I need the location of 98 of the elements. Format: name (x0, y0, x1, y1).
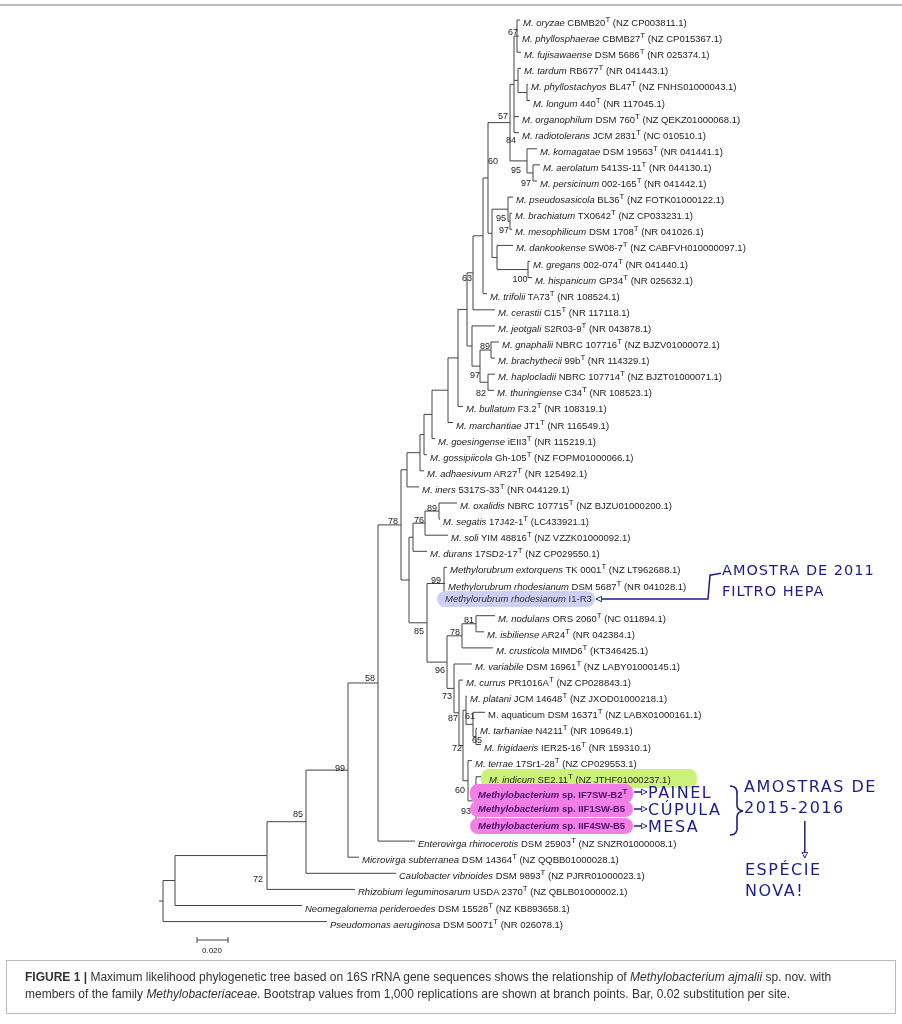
taxon-label: M. brachythecii 99b$^{T}$ (NR 114329.1) (498, 352, 650, 368)
taxon-label: M. currus PR1016A$^{T}$ (NZ CP028843.1) (466, 674, 631, 690)
taxon-label: M. jeotgali S2R03-9$^{T}$ (NR 043878.1) (498, 319, 652, 336)
handwritten-note: AMOSTRAS DE 2015-2016 (744, 776, 896, 820)
taxon-label: M. nodulans ORS 2060$^{T}$ (NC 011894.1) (498, 609, 666, 625)
taxon-label: Methylorubrum rhodesianum DSM 5687$^{T}$ (NR 041028.1) (448, 577, 687, 593)
taxon-label: M. pseudosasicola BL36$^{T}$ (NZ FOTK01000122.1) (516, 191, 725, 207)
taxon-label: M. oryzae CBMB20$^{T}$ (NZ CP003811.1) (523, 14, 687, 30)
taxon-label: Neomegalonema perideroedes DSM 15528$^{T}$ (NZ KB893658.1) (305, 899, 570, 915)
taxon-label: M. goesingense iEII3$^{T}$ (NR 115219.1) (438, 432, 596, 448)
taxon-label: M. aquaticum DSM 16371$^{T}$ (NZ LABX01000161.1) (488, 706, 702, 722)
bootstrap-value: 82 (476, 388, 486, 398)
taxon-label: Microvirga subterranea DSM 14364$^{T}$ (NZ QQBB01000028.1) (362, 851, 619, 867)
bootstrap-value: 73 (442, 691, 452, 701)
highlighted-taxon-label: Methylobacterium sp. IIF1SW-B5 (470, 801, 633, 817)
taxon-label: M. terrae 17Sr1-28$^{T}$ (NZ CP029553.1) (475, 754, 637, 770)
highlighted-taxon-label: Methylorubrum rhodesianum I1-R3 (437, 591, 595, 607)
taxon-label: M. gnaphalii NBRC 107716$^{T}$ (NZ BJZV01000072.1) (502, 336, 720, 352)
bootstrap-value: 60 (488, 156, 498, 166)
taxon-label: M. tarhaniae N4211$^{T}$ (NR 109649.1) (480, 722, 633, 737)
taxon-label: Pseudomonas aeruginosa DSM 50071$^{T}$ (NR 026078.1) (330, 915, 563, 931)
taxon-label: M. mesophilicum DSM 1708$^{T}$ (NR 041026.1) (515, 223, 704, 239)
taxon-label: M. bullatum F3.2$^{T}$ (NR 108319.1) (466, 400, 607, 416)
bootstrap-value: 97 (499, 225, 509, 235)
taxon-label: M. platani JCM 14648$^{T}$ (NZ JXOD01000218.1) (470, 690, 668, 706)
taxon-label: M. frigidaeris IER25-16$^{T}$ (NR 159310.1) (484, 738, 651, 754)
bootstrap-value: 99 (335, 763, 345, 773)
taxon-label: M. radiotolerans JCM 2831$^{T}$ (NC 010510.1) (522, 126, 706, 142)
arrow (633, 805, 648, 813)
bootstrap-value: 81 (464, 615, 474, 625)
taxon-label: M. phyllostachyos BL47$^{T}$ (NZ FNHS01000043.1) (531, 78, 737, 94)
taxon-label: M. thuringiense C34$^{T}$ (NR 108523.1) (497, 384, 652, 400)
arrow (633, 788, 648, 796)
taxon-label: M. dankookense SW08-7$^{T}$ (NZ CABFVH010000097.1) (516, 239, 746, 255)
arrow (633, 822, 648, 830)
bootstrap-value: 65 (472, 735, 482, 745)
taxon-label: M. crusticola MIMD6$^{T}$ (KT346425.1) (496, 641, 649, 658)
taxon-label: M. soli YIM 48816$^{T}$ (NZ VZZK01000092.1) (451, 529, 631, 545)
taxon-label: M. durans 17SD2-17$^{T}$ (NZ CP029550.1) (430, 545, 600, 561)
highlighted-taxon-label: Methylobacterium sp. IIF4SW-B5 (470, 818, 633, 834)
taxon-label: M. gossipiicola Gh-105$^{T}$ (NZ FOPM01000066.1) (430, 448, 634, 464)
highlighted-taxon-label: Methylobacterium sp. IF7SW-B2$^{T}$ (470, 784, 633, 804)
bootstrap-value: 100 (512, 274, 528, 284)
taxon-label: M. aerolatum 5413S-11$^{T}$ (NR 044130.1) (543, 158, 712, 175)
bootstrap-value: 87 (448, 713, 458, 723)
arrow (595, 572, 722, 603)
taxon-label: M. isbiliense AR24$^{T}$ (NR 042384.1) (487, 625, 635, 641)
taxon-label: Rhizobium leguminosarum USDA 2370$^{T}$ (NZ QBLB01000002.1) (358, 883, 628, 899)
bootstrap-value: 95 (511, 165, 521, 175)
bootstrap-value: 58 (365, 673, 375, 683)
taxon-label: M. cerastii C15$^{T}$ (NR 117118.1) (498, 303, 630, 319)
taxon-label: M. persicinum 002-165$^{T}$ (NR 041442.1) (540, 175, 707, 191)
bootstrap-value: 63 (462, 273, 472, 283)
taxon-label: Caulobacter vibrioides DSM 9893$^{T}$ (NZ PJRR01000023.1) (399, 867, 645, 883)
taxon-label: M. hispanicum GP34$^{T}$ (NR 025632.1) (535, 271, 693, 287)
bootstrap-value: 97 (521, 178, 531, 188)
taxon-label: M. oxalidis NBRC 107715$^{T}$ (NZ BJZU01000200.1) (460, 497, 672, 513)
bootstrap-value: 78 (450, 627, 460, 637)
taxon-label: M. phyllosphaerae CBMB27$^{T}$ (NZ CP015367.1) (522, 30, 723, 46)
bootstrap-value: 93 (461, 806, 471, 816)
taxon-label: M. marchantiae JT1$^{T}$ (NR 116549.1) (456, 416, 610, 432)
bootstrap-value: 57 (498, 111, 508, 121)
taxon-label: M. variabile DSM 16961$^{T}$ (NZ LABY01000145.1) (475, 658, 680, 674)
bootstrap-value: 95 (496, 213, 506, 223)
handwritten-note: ESPÉCIE NOVA! (745, 859, 855, 903)
bootstrap-value: 89 (480, 341, 490, 351)
bootstrap-value: 60 (455, 785, 465, 795)
bootstrap-value: 72 (253, 874, 263, 884)
taxon-label: Methylorubrum extorquens TK 0001$^{T}$ (NZ LT962688.1) (450, 561, 681, 577)
taxon-label: M. haplocladii NBRC 107714$^{T}$ (NZ BJZT01000071.1) (498, 368, 722, 384)
taxon-label: M. fujisawaense DSM 5686$^{T}$ (NR 025374.1) (524, 46, 710, 62)
bootstrap-value: 78 (388, 516, 398, 526)
bootstrap-value: 85 (293, 809, 303, 819)
taxon-label: M. segatis 17J42-1$^{T}$ (LC433921.1) (443, 513, 589, 529)
scale-value: 0.020 (202, 946, 222, 956)
figure-caption: FIGURE 1 | Maximum likelihood phylogenetic tree based on 16S rRNA gene sequences shows the relationship of Methylobacterium ajmalii sp. nov. with members of the family Methylobacteriaceae. Bootstrap values from 1,000 replications are shown at branch points. Bar, 0.02 substitution per site. (6, 960, 896, 1014)
taxon-label: Enterovirga rhinocerotis DSM 25903$^{T}$ (NZ SNZR01000008.1) (418, 835, 677, 851)
taxon-label: M. longum 440$^{T}$ (NR 117045.1) (533, 94, 665, 110)
bootstrap-value: 89 (427, 503, 437, 513)
taxon-label: M. brachiatum TX0642$^{T}$ (NZ CP033231.1) (515, 207, 693, 223)
taxon-label: M. iners 5317S-33$^{T}$ (NR 044129.1) (422, 480, 570, 497)
taxon-label: M. gregans 002-074$^{T}$ (NR 041440.1) (533, 255, 688, 271)
taxon-label: M. adhaesivum AR27$^{T}$ (NR 125492.1) (427, 464, 588, 480)
bootstrap-value: 85 (414, 626, 424, 636)
bootstrap-value: 76 (414, 515, 424, 525)
bootstrap-value: 97 (470, 370, 480, 380)
arrow (801, 820, 809, 859)
taxon-label: M. organophilum DSM 760$^{T}$ (NZ QEKZ01000068.1) (522, 110, 741, 126)
bootstrap-value: 61 (465, 711, 475, 721)
taxon-label: M. trifolii TA73$^{T}$ (NR 108524.1) (490, 287, 620, 303)
bootstrap-value: 67 (508, 27, 518, 37)
bootstrap-value: 72 (452, 743, 462, 753)
handwritten-note: AMOSTRA DE 2011 FILTRO HEPA (722, 560, 900, 604)
taxon-label: M. komagatae DSM 19563$^{T}$ (NR 041441.1) (540, 142, 723, 158)
bootstrap-value: 84 (506, 135, 516, 145)
taxon-label: M. tardum RB677$^{T}$ (NR 041443.1) (524, 62, 669, 78)
bootstrap-value: 99 (431, 575, 441, 585)
bootstrap-value: 96 (435, 665, 445, 675)
